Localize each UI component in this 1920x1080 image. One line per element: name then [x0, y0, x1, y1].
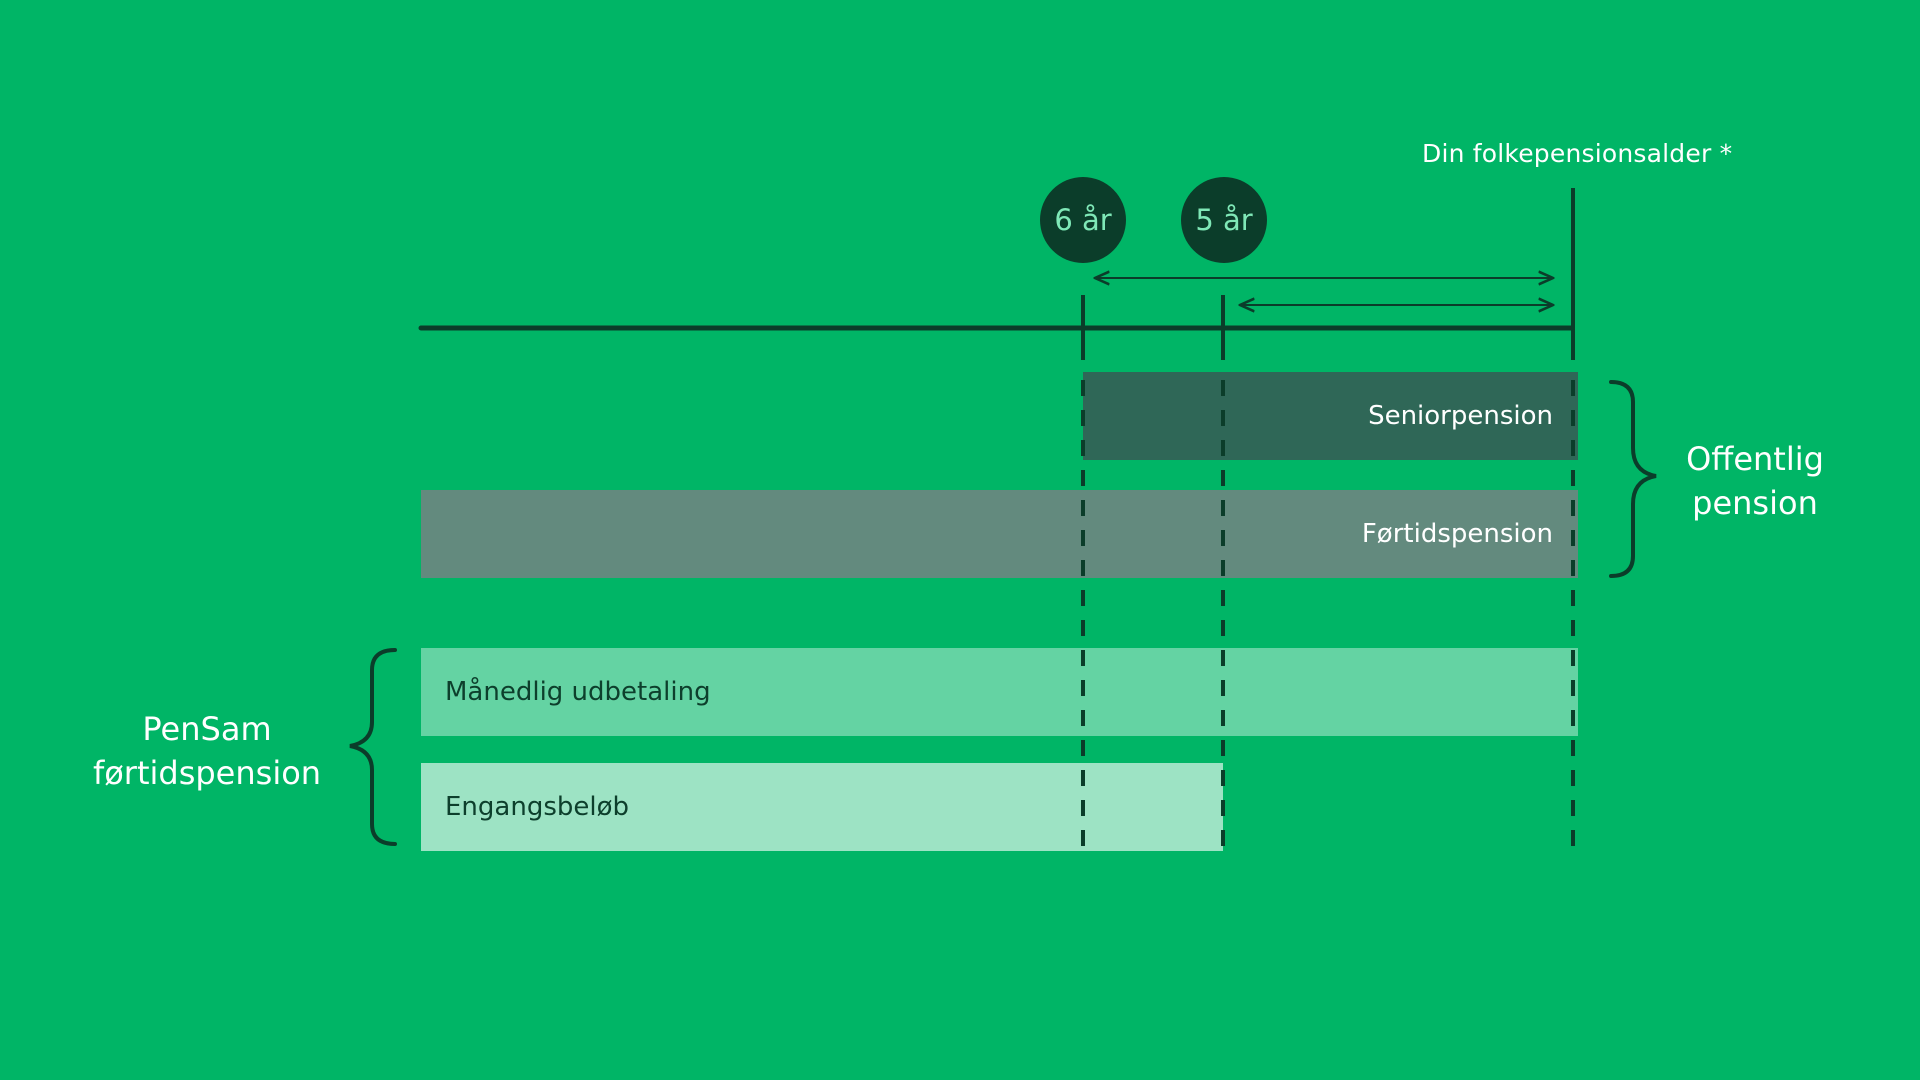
- bar-fortidspension-label: Førtidspension: [1361, 519, 1553, 549]
- group-label-offentlig-pension: Offentlig pension: [1660, 437, 1850, 525]
- badge-6-years: 6 år: [1040, 177, 1126, 263]
- badge-5-years: 5 år: [1181, 177, 1267, 263]
- group-label-offentlig-line1: Offentlig: [1686, 440, 1824, 478]
- bar-engangsbelob-label: Engangsbeløb: [445, 792, 630, 822]
- bar-seniorpension: Seniorpension: [1083, 372, 1578, 460]
- bar-maanedlig-label: Månedlig udbetaling: [445, 677, 711, 707]
- group-label-offentlig-line2: pension: [1692, 484, 1818, 522]
- bar-engangsbelob: Engangsbeløb: [421, 763, 1223, 851]
- group-label-pensam-fortidspension: PenSam førtidspension: [72, 707, 342, 795]
- bar-seniorpension-label: Seniorpension: [1368, 401, 1553, 431]
- folkepension-age-label: Din folkepensionsalder *: [1422, 139, 1733, 168]
- group-label-pensam-line2: førtidspension: [92, 754, 322, 792]
- bar-fortidspension: Førtidspension: [421, 490, 1578, 578]
- bar-maanedlig-udbetaling: Månedlig udbetaling: [421, 648, 1578, 736]
- brace-offentlig-pension: [1609, 380, 1657, 578]
- brace-pensam-fortidspension: [349, 648, 397, 846]
- group-label-pensam-line1: PenSam: [142, 710, 272, 748]
